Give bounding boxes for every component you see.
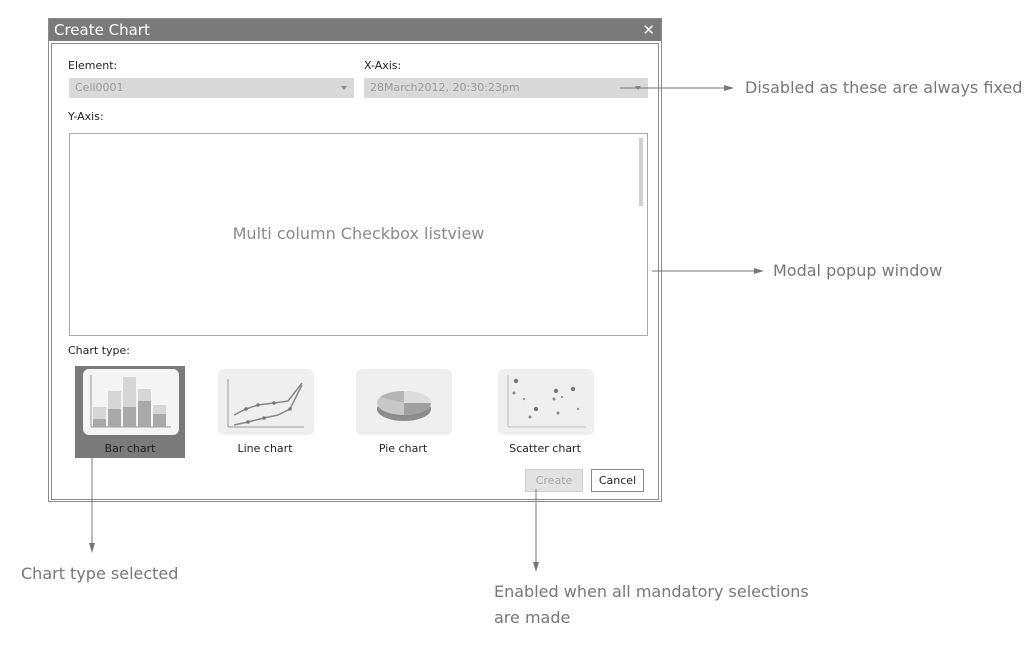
close-icon[interactable]: ✕: [642, 21, 655, 39]
xaxis-select: 28March2012, 20:30:23pm: [364, 78, 648, 98]
chart-option-scatter[interactable]: Scatter chart: [490, 366, 600, 458]
chart-option-label: Pie chart: [378, 442, 428, 455]
line-chart-icon: [218, 369, 314, 435]
annotation-enabled-line2: are made: [494, 608, 571, 627]
bar-chart-icon: [83, 369, 179, 435]
annotation-selected-note: Chart type selected: [21, 564, 179, 583]
element-select: Cell0001: [69, 78, 354, 98]
pie-chart-icon: [356, 369, 452, 435]
annotation-enabled-line1: Enabled when all mandatory selections: [494, 582, 809, 601]
chart-option-label: Bar chart: [104, 442, 156, 455]
annotation-modal-note: Modal popup window: [773, 261, 943, 280]
xaxis-value: 28March2012, 20:30:23pm: [370, 81, 520, 94]
chart-type-label: Chart type:: [68, 344, 131, 357]
dialog-titlebar: Create Chart ✕: [49, 19, 661, 41]
yaxis-label: Y-Axis:: [68, 110, 104, 123]
chart-option-label: Line chart: [237, 442, 293, 455]
listview-scrollbar[interactable]: [639, 138, 643, 206]
chart-option-pie[interactable]: Pie chart: [348, 366, 458, 458]
chart-option-bar[interactable]: Bar chart: [75, 366, 185, 458]
element-label: Element:: [68, 59, 118, 72]
chart-option-label: Scatter chart: [509, 442, 581, 455]
scatter-chart-icon: [498, 369, 594, 435]
yaxis-checkbox-listview[interactable]: Multi column Checkbox listview: [69, 133, 648, 336]
annotation-enabled-note: Enabled when all mandatory selections ar…: [494, 579, 809, 631]
create-chart-dialog: Create Chart ✕ Element: Cell0001 X-Axis:…: [48, 18, 662, 502]
xaxis-label: X-Axis:: [364, 59, 402, 72]
element-value: Cell0001: [75, 81, 124, 94]
chevron-down-icon: [341, 86, 347, 90]
listview-placeholder: Multi column Checkbox listview: [232, 224, 485, 243]
chevron-down-icon: [635, 86, 641, 90]
create-button[interactable]: Create: [525, 469, 583, 492]
cancel-button[interactable]: Cancel: [591, 469, 644, 492]
annotation-disabled-note: Disabled as these are always fixed: [745, 78, 1023, 97]
dialog-body: Element: Cell0001 X-Axis: 28March2012, 2…: [51, 43, 659, 500]
chart-option-line[interactable]: Line chart: [210, 366, 320, 458]
dialog-title: Create Chart: [54, 21, 150, 39]
